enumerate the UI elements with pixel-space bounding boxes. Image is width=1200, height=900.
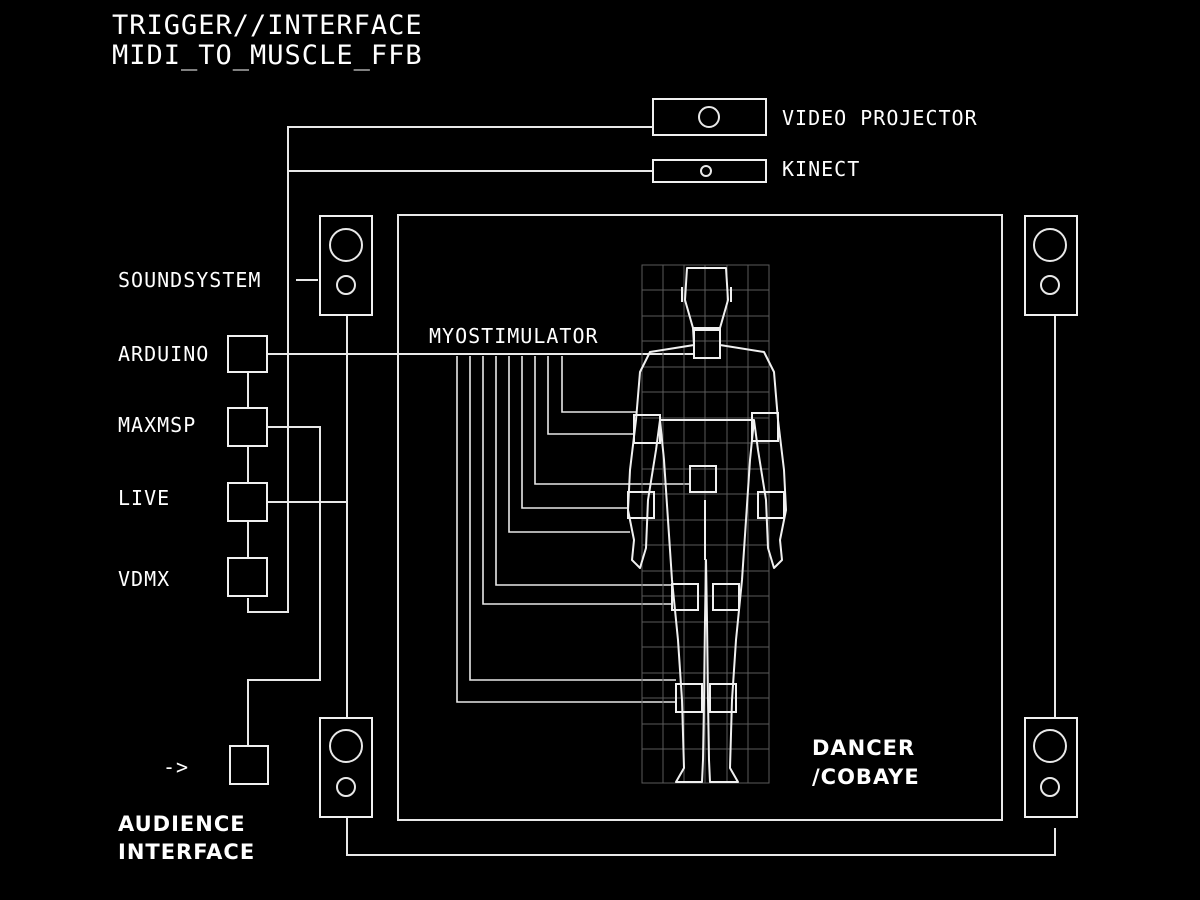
speaker-woofer-icon xyxy=(329,228,363,262)
audience-interface-box xyxy=(229,745,269,785)
vdmx-box xyxy=(227,557,268,597)
soundsystem-label: SOUNDSYSTEM xyxy=(118,268,261,292)
kinect-label: KINECT xyxy=(782,157,860,181)
kinect-box xyxy=(652,159,767,183)
dancer-figure xyxy=(627,267,787,783)
vdmx-label: VDMX xyxy=(118,567,170,591)
speaker-tweeter-icon xyxy=(336,275,356,295)
speaker-tweeter-icon xyxy=(1040,275,1060,295)
maxmsp-label: MAXMSP xyxy=(118,413,196,437)
electrode-left-thigh xyxy=(671,583,699,611)
myostimulator-label: MYOSTIMULATOR xyxy=(429,324,599,348)
dancer-label-line-1: DANCER xyxy=(812,736,915,760)
video-projector-box xyxy=(652,98,767,136)
electrode-right-shoulder xyxy=(751,412,779,442)
projector-lens-icon xyxy=(698,106,720,128)
electrode-right-calf xyxy=(709,683,737,713)
electrode-left-shoulder xyxy=(633,414,661,444)
speaker-woofer-icon xyxy=(1033,729,1067,763)
electrode-right-forearm xyxy=(757,491,785,519)
speaker-tweeter-icon xyxy=(336,777,356,797)
live-box xyxy=(227,482,268,522)
electrode-right-thigh xyxy=(712,583,740,611)
wiring xyxy=(247,126,1056,856)
video-projector-label: VIDEO PROJECTOR xyxy=(782,106,978,130)
live-label: LIVE xyxy=(118,486,170,510)
kinect xyxy=(652,159,767,183)
speaker-top-right xyxy=(1024,215,1078,316)
stage-area xyxy=(397,214,1003,821)
electrode-abdomen xyxy=(689,465,717,493)
audience-label-line-2: INTERFACE xyxy=(118,840,255,864)
speaker-tweeter-icon xyxy=(1040,777,1060,797)
electrode-left-forearm xyxy=(627,491,655,519)
electrodes xyxy=(627,329,785,713)
speaker-top-left xyxy=(319,215,373,316)
electrode-neck xyxy=(693,329,721,359)
arduino-label: ARDUINO xyxy=(118,342,209,366)
arduino-box xyxy=(227,335,268,373)
maxmsp-box xyxy=(227,407,268,447)
title-line-2: MIDI_TO_MUSCLE_FFB xyxy=(112,40,423,71)
speaker-woofer-icon xyxy=(329,729,363,763)
dancer-label-line-2: /COBAYE xyxy=(812,765,920,789)
speaker-bottom-right xyxy=(1024,717,1078,818)
video-projector xyxy=(652,98,767,136)
audience-label-line-1: AUDIENCE xyxy=(118,812,246,836)
electrode-left-calf xyxy=(675,683,703,713)
speaker-bottom-left xyxy=(319,717,373,818)
audience-arrow: -> xyxy=(163,755,189,779)
title-line-1: TRIGGER//INTERFACE xyxy=(112,10,423,41)
kinect-sensor-icon xyxy=(700,165,712,177)
speaker-woofer-icon xyxy=(1033,228,1067,262)
